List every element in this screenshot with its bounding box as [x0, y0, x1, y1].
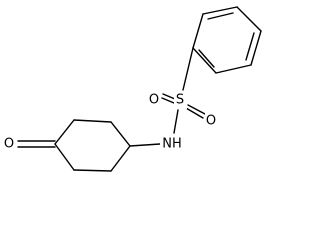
- phenyl-sulfur-bond: [182, 47, 194, 91]
- cyclohexane-bond-4: [54, 143, 75, 171]
- cyclohexanone-ring: [54, 119, 131, 172]
- benzene-inner-bond-3: [198, 49, 215, 68]
- amide-nitrogen-label: NH: [162, 137, 182, 152]
- benzene-bond-6: [192, 13, 204, 49]
- sulfonyl-left-bond-a: [162, 93, 176, 100]
- cyclohexane-bond-1: [110, 121, 131, 147]
- benzene-ring: [192, 6, 262, 74]
- ketone-oxygen-label: O: [4, 137, 14, 152]
- sulfonyl-bonds: [161, 93, 206, 119]
- cyclohexane-bond-6: [110, 145, 131, 172]
- sulfonyl-right-bond-a: [187, 104, 206, 115]
- sulfur-nitrogen-bond: [173, 109, 179, 134]
- benzene-bond-1: [202, 6, 238, 15]
- cyclohexane-bond-3: [54, 119, 75, 145]
- cyclohexane-bond-5: [73, 169, 112, 172]
- benzene-bond-3: [250, 30, 262, 66]
- sulfonyl-oxygen-left-label: O: [149, 93, 159, 108]
- sulfur-label: S: [176, 93, 184, 108]
- benzene-bond-5: [192, 47, 217, 74]
- benzene-bond-4: [215, 64, 252, 74]
- benzene-bond-2: [236, 6, 262, 32]
- sulfonyl-oxygen-right-label: O: [206, 114, 216, 129]
- ketone-double-bond: [17, 140, 56, 148]
- benzene-inner-bond-2: [245, 32, 255, 61]
- nitrogen-cyclohexyl-bond: [129, 143, 161, 147]
- sulfonyl-right-bond-b: [185, 107, 204, 119]
- chemical-structure: O O S O NH: [2, 6, 262, 172]
- cyclohexane-bond-2: [73, 119, 112, 123]
- benzene-inner-bond-1: [207, 12, 234, 20]
- sulfonyl-left-bond-b: [161, 97, 175, 104]
